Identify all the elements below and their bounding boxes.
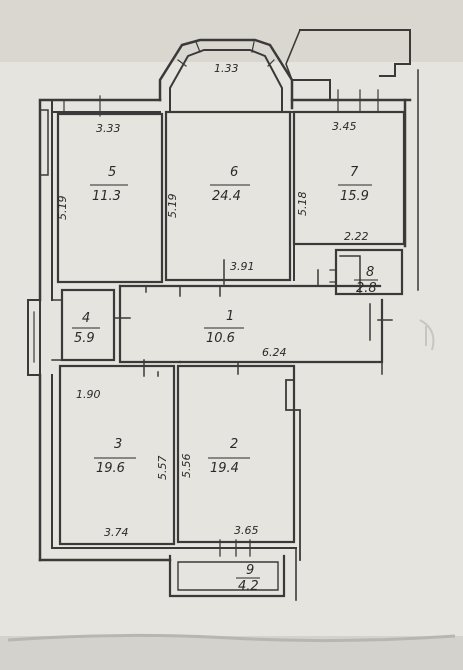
room-number-4: 4 bbox=[82, 311, 90, 326]
room-area-4: 5.9 bbox=[74, 331, 95, 346]
room-area-5: 11.3 bbox=[92, 189, 121, 204]
dim-hall-top: 3.91 bbox=[230, 260, 255, 273]
dim-hall-length: 6.24 bbox=[262, 346, 287, 359]
room-number-6: 6 bbox=[230, 165, 238, 180]
room-area-3: 19.6 bbox=[96, 461, 125, 476]
dim-room2-width: 3.65 bbox=[234, 524, 259, 537]
room-number-3: 3 bbox=[114, 437, 122, 452]
scan-bottom-shadow bbox=[0, 636, 463, 670]
room-area-9: 4.2 bbox=[238, 579, 259, 594]
dim-room5-width: 3.33 bbox=[96, 122, 121, 135]
room-area-8: 2.8 bbox=[356, 281, 377, 296]
room-number-8: 8 bbox=[366, 265, 374, 280]
room-area-7: 15.9 bbox=[340, 189, 369, 204]
dim-room6-height: 5.19 bbox=[166, 194, 179, 219]
scan-smudge bbox=[7, 633, 456, 643]
room-number-2: 2 bbox=[230, 437, 238, 452]
room-area-2: 19.4 bbox=[210, 461, 239, 476]
dim-room5-height: 5.19 bbox=[56, 196, 69, 221]
room-number-1: 1 bbox=[226, 309, 234, 324]
dim-room8-width: 2.22 bbox=[344, 230, 369, 243]
dim-room3-width: 3.74 bbox=[104, 526, 129, 539]
room-area-1: 10.6 bbox=[206, 331, 235, 346]
room-number-7: 7 bbox=[350, 165, 359, 180]
room-number-9: 9 bbox=[246, 563, 254, 578]
dim-room3-top: 1.90 bbox=[76, 388, 101, 401]
room-area-6: 24.4 bbox=[212, 189, 241, 204]
faint-stamp bbox=[419, 319, 435, 351]
room-number-5: 5 bbox=[108, 165, 116, 180]
dim-bay-top: 1.33 bbox=[214, 62, 239, 75]
dim-room2-height: 5.56 bbox=[180, 454, 193, 479]
dim-room7-height: 5.18 bbox=[296, 192, 309, 217]
walls bbox=[27, 28, 419, 601]
dim-room3-height: 5.57 bbox=[156, 456, 169, 481]
dim-room7-width: 3.45 bbox=[332, 120, 357, 133]
